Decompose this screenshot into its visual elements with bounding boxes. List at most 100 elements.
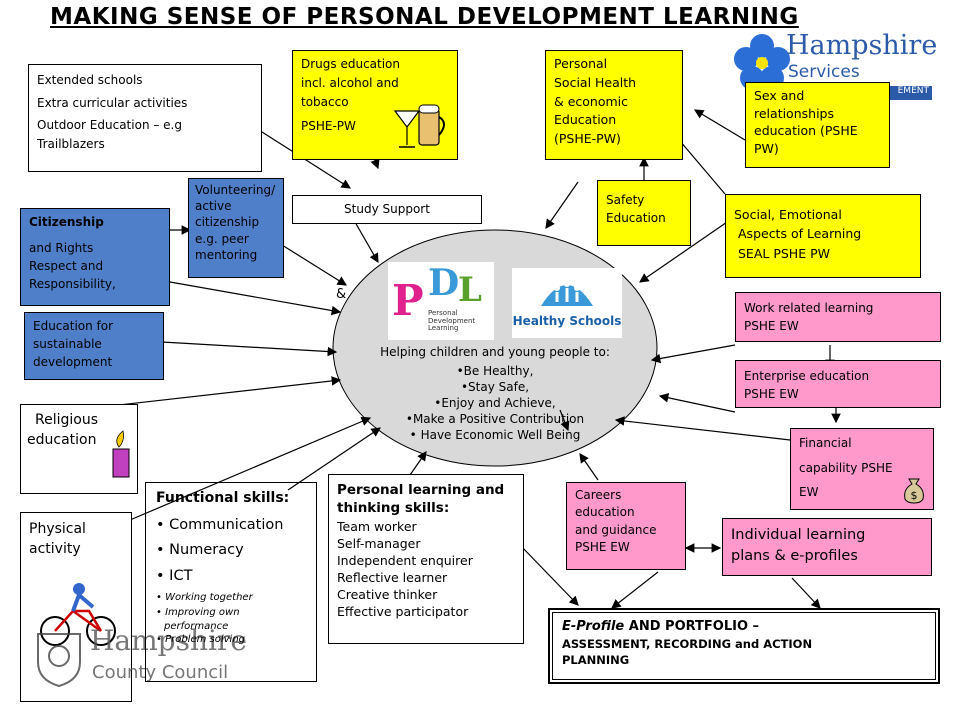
financial-line: capability PSHE xyxy=(799,461,893,476)
seal-line: Social, Emotional xyxy=(734,207,842,222)
pshe-box: Personal Social Health & economic Educat… xyxy=(545,50,683,160)
efsd-line: Education for xyxy=(33,319,114,333)
people-icon xyxy=(541,281,593,306)
centre-intro: Helping children and young people to: xyxy=(380,345,610,359)
financial-capability-box: Financial capability PSHE EW $ xyxy=(790,428,934,510)
enterprise-education-box: Enterprise education PSHE EW xyxy=(735,360,941,408)
ampersand-label: & xyxy=(336,287,347,302)
functional-item: • Numeracy xyxy=(156,542,244,559)
hampshire-county-sub: County Council xyxy=(92,662,229,683)
study-support-box: Study Support xyxy=(292,195,482,224)
work-related-learning-box: Work related learning PSHE EW xyxy=(735,292,941,342)
centre-item: •Enjoy and Achieve, xyxy=(434,396,556,410)
functional-small-item: • Problem solving xyxy=(156,634,246,646)
financial-line: Financial xyxy=(799,436,852,450)
individual-learning-plans-box: Individual learning plans & e-profiles xyxy=(722,518,932,576)
sre-line: education (PSHE xyxy=(754,123,858,138)
financial-line: EW xyxy=(799,484,819,499)
ilp-line: plans & e-profiles xyxy=(731,548,858,565)
careers-line: education xyxy=(575,505,635,520)
plts-item: Independent enquirer xyxy=(337,553,473,569)
plts-item: Effective participator xyxy=(337,603,469,619)
drugs-line: incl. alcohol and xyxy=(301,76,399,91)
citizenship-line: Respect and xyxy=(29,259,104,273)
pshe-line: Social Health xyxy=(554,74,637,90)
volunteering-line: citizenship xyxy=(195,215,260,230)
volunteering-line: Volunteering/ xyxy=(195,183,276,197)
centre-text: Helping children and young people to: •B… xyxy=(350,344,640,443)
pdl-logo: P D L Personal Development Learning xyxy=(388,262,494,340)
eprofile-heading: E-Profile AND PORTFOLIO – xyxy=(562,619,760,634)
safety-line: Education xyxy=(606,211,666,225)
plts-item: Team worker xyxy=(337,519,417,535)
centre-item: •Make a Positive Contribution xyxy=(405,412,585,426)
careers-line: and guidance xyxy=(575,522,657,537)
volunteering-line: active xyxy=(195,199,232,214)
sre-line: relationships xyxy=(754,105,834,121)
religious-education-box: Religious education xyxy=(20,404,138,494)
volunteering-line: e.g. peer xyxy=(195,231,249,246)
candle-icon xyxy=(112,430,130,478)
drugs-line: Drugs education xyxy=(301,57,401,71)
plts-box: Personal learning and thinking skills: T… xyxy=(328,474,524,644)
plts-item: Self-manager xyxy=(337,536,421,552)
work-related-line: Work related learning xyxy=(744,301,874,315)
extended-line: Outdoor Education – e.g Trailblazers xyxy=(37,118,182,151)
sre-line: Sex and xyxy=(754,88,805,103)
pdl-caption: Personal Development Learning xyxy=(428,309,476,333)
physical-line: activity xyxy=(29,541,81,558)
extended-line: Extended schools xyxy=(37,73,143,87)
enterprise-line: Enterprise education xyxy=(744,369,870,383)
functional-small-item: • Working together xyxy=(156,591,253,603)
functional-small-item: performance xyxy=(164,620,229,632)
citizenship-heading: Citizenship xyxy=(29,215,104,229)
physical-line: Physical xyxy=(29,521,86,537)
efsd-box: Education for sustainable development xyxy=(24,312,164,380)
functional-item: • Communication xyxy=(156,516,284,533)
ilp-line: Individual learning xyxy=(731,527,866,543)
work-related-line: PSHE EW xyxy=(744,319,799,333)
efsd-line: sustainable xyxy=(33,337,102,351)
healthy-schools-logo: Healthy Schools xyxy=(512,268,622,338)
efsd-line: development xyxy=(33,355,113,369)
pshe-line: Personal xyxy=(554,56,608,71)
careers-education-box: Careers education and guidance PSHE EW xyxy=(566,482,686,570)
volunteering-line: mentoring xyxy=(195,247,258,262)
crest-icon xyxy=(37,633,81,688)
safety-education-box: Safety Education xyxy=(597,180,691,246)
drugs-line: tobacco xyxy=(301,95,349,110)
extended-schools-box: Extended schools Extra curricular activi… xyxy=(28,64,262,172)
pdl-letter-l: L xyxy=(458,270,482,310)
eprofile-box: E-Profile AND PORTFOLIO – ASSESSMENT, RE… xyxy=(548,608,940,684)
citizenship-box: Citizenship and Rights Respect and Respo… xyxy=(20,208,170,306)
citizenship-line: and Rights xyxy=(29,241,94,255)
hampshire-services-sub: Services xyxy=(788,62,860,82)
hampshire-services-name: Hampshire xyxy=(786,30,938,61)
centre-item: •Be Healthy, xyxy=(456,364,534,378)
centre-item: • Have Economic Well Being xyxy=(409,428,581,442)
safety-line: Safety xyxy=(606,193,645,207)
religious-line: Religious xyxy=(35,412,98,428)
plts-item: Reflective learner xyxy=(337,570,448,586)
religious-line: education xyxy=(27,431,97,448)
seal-line: Aspects of Learning xyxy=(738,226,862,242)
enterprise-line: PSHE EW xyxy=(744,387,799,401)
eprofile-line: PLANNING xyxy=(562,653,630,668)
sre-line: PW) xyxy=(754,140,779,156)
hampshire-services-banner: EMENT xyxy=(876,86,932,100)
drinks-icon xyxy=(393,104,445,148)
pdl-letter-p: P xyxy=(392,276,424,325)
page-title: MAKING SENSE OF PERSONAL DEVELOPMENT LEA… xyxy=(50,4,799,30)
volunteering-box: Volunteering/ active citizenship e.g. pe… xyxy=(188,178,284,278)
citizenship-line: Responsibility, xyxy=(29,277,116,291)
hampshire-county-name: Hampshire xyxy=(90,624,247,657)
plts-item: Creative thinker xyxy=(337,586,438,602)
functional-small-item: • Improving own xyxy=(156,607,240,619)
pdl-letter-d: D xyxy=(428,262,460,304)
seal-box: Social, Emotional Aspects of Learning SE… xyxy=(725,194,921,278)
pshe-line: (PSHE-PW) xyxy=(554,131,621,146)
extended-line: Extra curricular activities xyxy=(37,95,188,110)
functional-skills-box: Functional skills: • Communication • Num… xyxy=(145,482,317,682)
plts-heading: Personal learning and thinking skills: xyxy=(337,482,505,517)
hampshire-county-logo: Hampshire County Council xyxy=(32,624,262,694)
